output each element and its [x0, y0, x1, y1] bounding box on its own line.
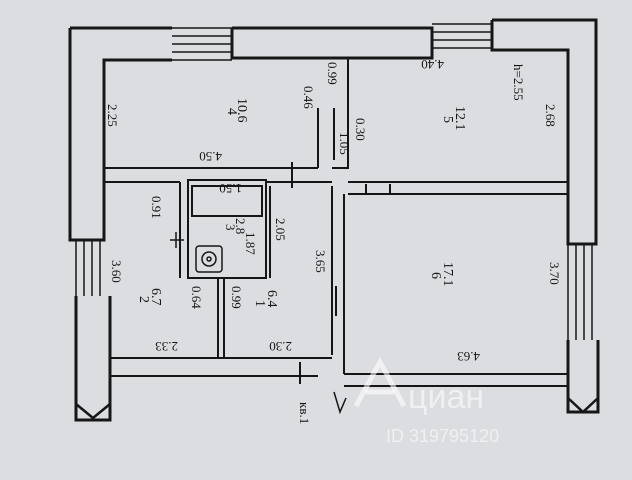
interior-walls: [104, 58, 568, 387]
dim-4-63: 4.63: [457, 349, 480, 364]
watermark-brand: циан: [408, 378, 484, 416]
room-4-number: 4: [224, 108, 239, 115]
bathroom-fixtures: [170, 232, 223, 273]
dim-3-70: 3.70: [547, 262, 562, 285]
dim-3-60: 3.60: [109, 260, 124, 283]
dim-1-05: 1.05: [337, 132, 352, 155]
dim-0-30: 0.30: [353, 118, 368, 141]
cian-logo-icon: [353, 356, 407, 408]
dim-0-99: 0.99: [325, 62, 340, 85]
dim-3-65: 3.65: [313, 250, 328, 273]
room-2-number: 2: [136, 296, 151, 303]
dim-4-40: 4.40: [421, 57, 444, 72]
wall-ends: [75, 397, 599, 420]
dim-2-25: 2.25: [105, 104, 120, 127]
dim-2-05: 2.05: [273, 218, 288, 241]
entrance-marker: [333, 391, 347, 415]
room-labels: 4 10.6 5 12.1 2 6.7 1 6.4 6 17.1 3 2.8: [136, 98, 467, 308]
dim-1-50: 1.50: [219, 181, 242, 196]
room-3-area: 2.8: [233, 218, 248, 234]
apartment-label: кв.1: [297, 402, 312, 424]
dim-2-30: 2.30: [269, 339, 292, 354]
watermark: циан ID 319795120: [353, 356, 499, 446]
dim-2-33: 2.33: [155, 339, 178, 354]
room-3-number: 3: [223, 224, 238, 231]
dim-0-64: 0.64: [189, 286, 204, 309]
room-1-area: 6.4: [264, 290, 279, 308]
room-5-area: 12.1: [452, 106, 467, 131]
dim-0-46: 0.46: [301, 86, 316, 109]
dim-0-99-lower: 0.99: [229, 286, 244, 309]
dim-0-91: 0.91: [149, 196, 164, 219]
room-2-area: 6.7: [148, 288, 163, 306]
dim-h-2-55: h=2.55: [511, 64, 526, 101]
watermark-id: ID 319795120: [386, 426, 499, 446]
room-4-area: 10.6: [234, 98, 249, 123]
room-1-number: 1: [252, 300, 267, 307]
windows: [75, 23, 593, 340]
room-5-number: 5: [440, 116, 455, 123]
dim-1-87: 1.87: [243, 232, 258, 255]
dimension-labels: 2.25 4.50 0.46 0.99 4.40 h=2.55 2.68 0.3…: [105, 57, 562, 364]
dim-2-68: 2.68: [543, 104, 558, 127]
dim-4-50: 4.50: [199, 149, 222, 164]
room-6-area: 17.1: [440, 262, 455, 287]
room-6-number: 6: [428, 272, 443, 279]
